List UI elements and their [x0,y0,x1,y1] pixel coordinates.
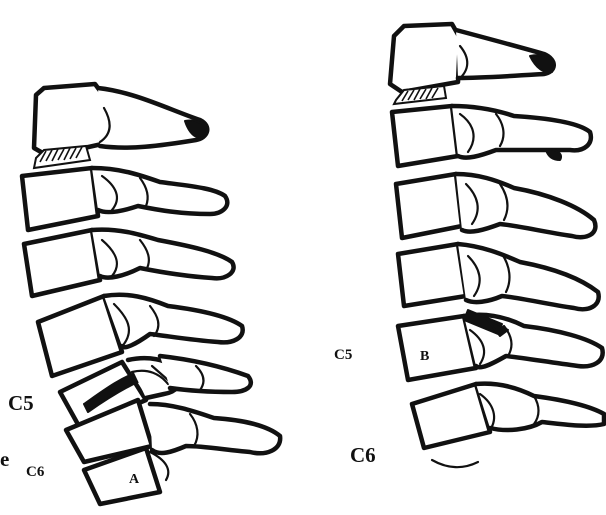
left-c3-vertebra [22,168,227,230]
left-c6-label: C6 [26,464,45,480]
right-c4-c5-level [398,244,599,309]
right-c4-vertebra [396,174,595,238]
right-c2-vertebra [390,24,554,92]
right-spine [390,24,604,467]
left-c4-vertebra [24,230,234,296]
right-c7-vertebra [432,460,478,467]
right-c5-label: C5 [334,347,352,363]
left-c2-vertebra [34,84,207,156]
right-c3-vertebra [392,106,591,166]
right-c5-vertebra [398,310,603,380]
right-c6-vertebra [412,384,604,448]
right-c6-label: C6 [350,443,376,467]
right-marker-b: B [420,349,429,364]
left-spine [22,84,280,504]
edge-fragment-text: e [0,447,9,471]
left-marker-a: A [129,472,140,487]
left-c5-label: C5 [8,391,34,415]
